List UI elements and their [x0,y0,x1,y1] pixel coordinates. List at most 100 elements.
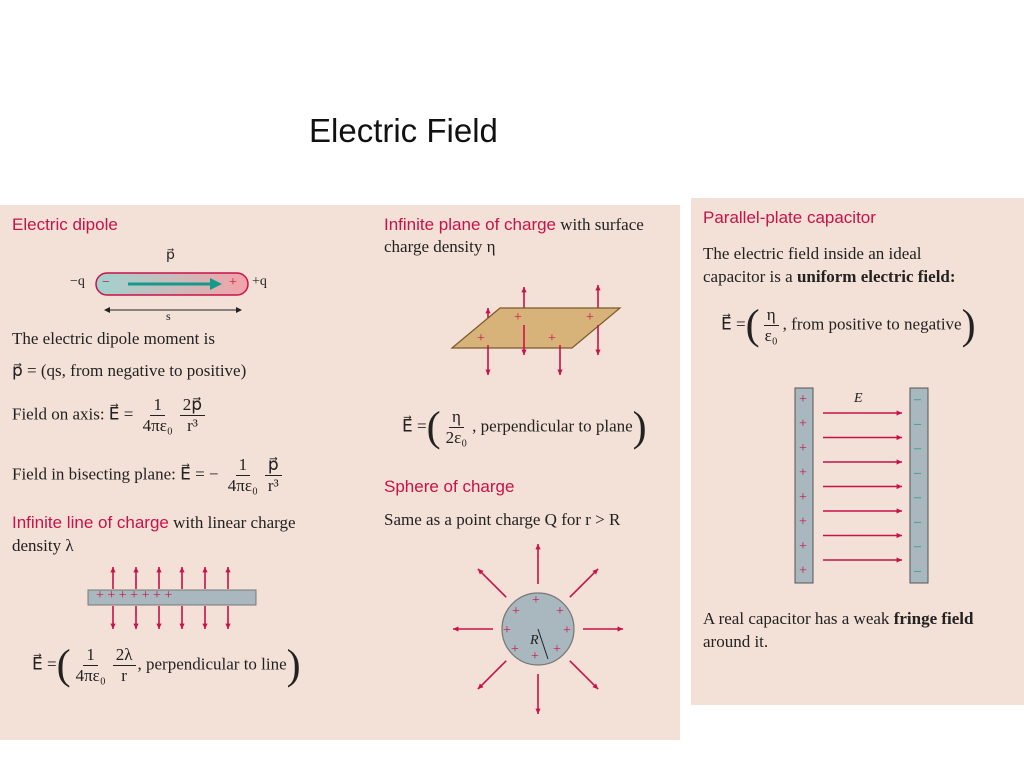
svg-text:–: – [913,490,922,505]
svg-text:+: + [514,310,522,325]
plane-den: 2ε₀ [445,428,468,447]
svg-text:–: – [913,466,922,481]
capacitor-desc1: The electric field inside an ideal [703,244,922,263]
line-heading: Infinite line of charge [12,513,169,532]
dipole-moment-equation: p⃗ = (qs, from negative to positive) [12,361,247,380]
sphere-desc: Same as a point charge Q for r > R [384,510,621,529]
svg-text:–: – [913,441,922,456]
svg-text:+: + [563,623,571,638]
plane-num: η [448,407,464,428]
capacitor-fringe1: A real capacitor has a weak fringe field [703,609,973,629]
svg-text:+: + [477,331,485,346]
svg-text:–: – [913,417,922,432]
svg-text:–: – [913,564,922,579]
fringe1-b: fringe field [893,609,974,628]
svg-text:+: + [511,642,519,657]
bisect-prefix: Field in bisecting plane: E⃗ = − [12,464,219,484]
dipole-heading: Electric dipole [12,215,118,234]
svg-text:+: + [799,417,807,432]
svg-text:+: + [799,441,807,456]
left-panel: Electric dipole p⃗ −q +q − + s The elect… [0,205,680,740]
svg-text:+: + [799,392,807,407]
line-heading-row: Infinite line of charge with linear char… [12,513,296,533]
svg-text:+: + [531,649,539,664]
line-desc2: density λ [12,536,74,555]
slide-title: Electric Field [309,112,498,149]
line-arrows-up [110,567,231,589]
axis-den2: r³ [187,416,198,435]
capacitor-desc2: capacitor is a uniform electric field: [703,267,956,287]
right-panel: Parallel-plate capacitor The electric fi… [691,198,1024,705]
plane-charge-diagram: + + + + [450,285,622,375]
capacitor-desc2-b: uniform electric field: [796,267,956,286]
svg-text:+: + [586,310,594,325]
line-plus-signs: + + + + + + + [96,588,173,603]
sphere-arrows [453,544,623,714]
dipole-minus-q: −q [70,274,85,289]
line-eq-suffix: , perpendicular to line [137,654,287,674]
dipole-plus-sign: + [229,275,237,290]
svg-text:+: + [532,593,540,608]
svg-text:+: + [799,490,807,505]
svg-text:–: – [913,515,922,530]
sphere-charge-diagram: ++++++++ [453,544,623,714]
capacitor-fringe2: around it. [703,632,769,651]
bisect-den2: r³ [267,476,279,495]
dipole-minus-sign: − [102,275,110,290]
capacitor-desc2-a: capacitor is a [703,267,797,286]
line-den2: r [121,666,127,685]
capacitor-diagram: + + + + + + + + – – – – – – – – [794,387,929,584]
svg-text:+: + [503,623,511,638]
plane-heading-row: Infinite plane of charge with surface [384,215,644,235]
bisect-num1: 1 [235,455,251,476]
svg-text:+: + [553,642,561,657]
axis-num1: 1 [150,395,165,416]
fringe1-a: A real capacitor has a weak [703,609,894,628]
capacitor-e-label: E⃗ [854,391,874,406]
dipole-moment-text: The electric dipole moment is [12,329,215,348]
capacitor-den: ε₀ [764,326,778,345]
plane-desc1: with surface [556,215,644,234]
axis-num2: 2p⃗ [179,395,206,416]
dipole-p-label: p⃗ [166,248,175,263]
plane-eq-suffix: , perpendicular to plane [472,416,633,436]
svg-text:+: + [799,515,807,530]
dipole-diagram [95,272,249,313]
line-eq-prefix: E⃗ = [32,654,57,674]
plane-heading: Infinite plane of charge [384,215,557,234]
svg-text:+: + [548,331,556,346]
line-arrows-down [110,606,231,629]
svg-text:+: + [799,564,807,579]
bisect-den1: 4πε₀ [227,476,258,495]
line-num2: 2λ [112,645,136,666]
dipole-plus-q: +q [252,274,267,289]
svg-text:–: – [913,539,922,554]
svg-text:+: + [799,466,807,481]
sphere-heading: Sphere of charge [384,477,515,496]
capacitor-heading: Parallel-plate capacitor [703,208,876,227]
capacitor-eq-prefix: E⃗ = [721,314,746,334]
line-charge-diagram [87,567,257,629]
line-num1: 1 [83,645,98,666]
capacitor-num: η [763,305,779,326]
sphere-r-label: R [530,633,539,648]
plane-arrows-front [485,325,601,375]
axis-den1: 4πε₀ [142,416,173,435]
svg-text:+: + [512,604,520,619]
line-desc1: with linear charge [168,513,296,532]
bisect-num2: p⃗ [264,455,282,476]
dipole-s-label: s [166,309,171,323]
capacitor-eq-suffix: , from positive to negative [782,314,962,334]
plane-desc2: charge density η [384,237,496,256]
line-den1: 4πε₀ [75,666,106,685]
plane-eq-prefix: E⃗ = [402,416,427,436]
svg-text:–: – [913,392,922,407]
svg-text:+: + [556,604,564,619]
axis-prefix: Field on axis: E⃗ = [12,404,134,424]
svg-text:+: + [799,539,807,554]
